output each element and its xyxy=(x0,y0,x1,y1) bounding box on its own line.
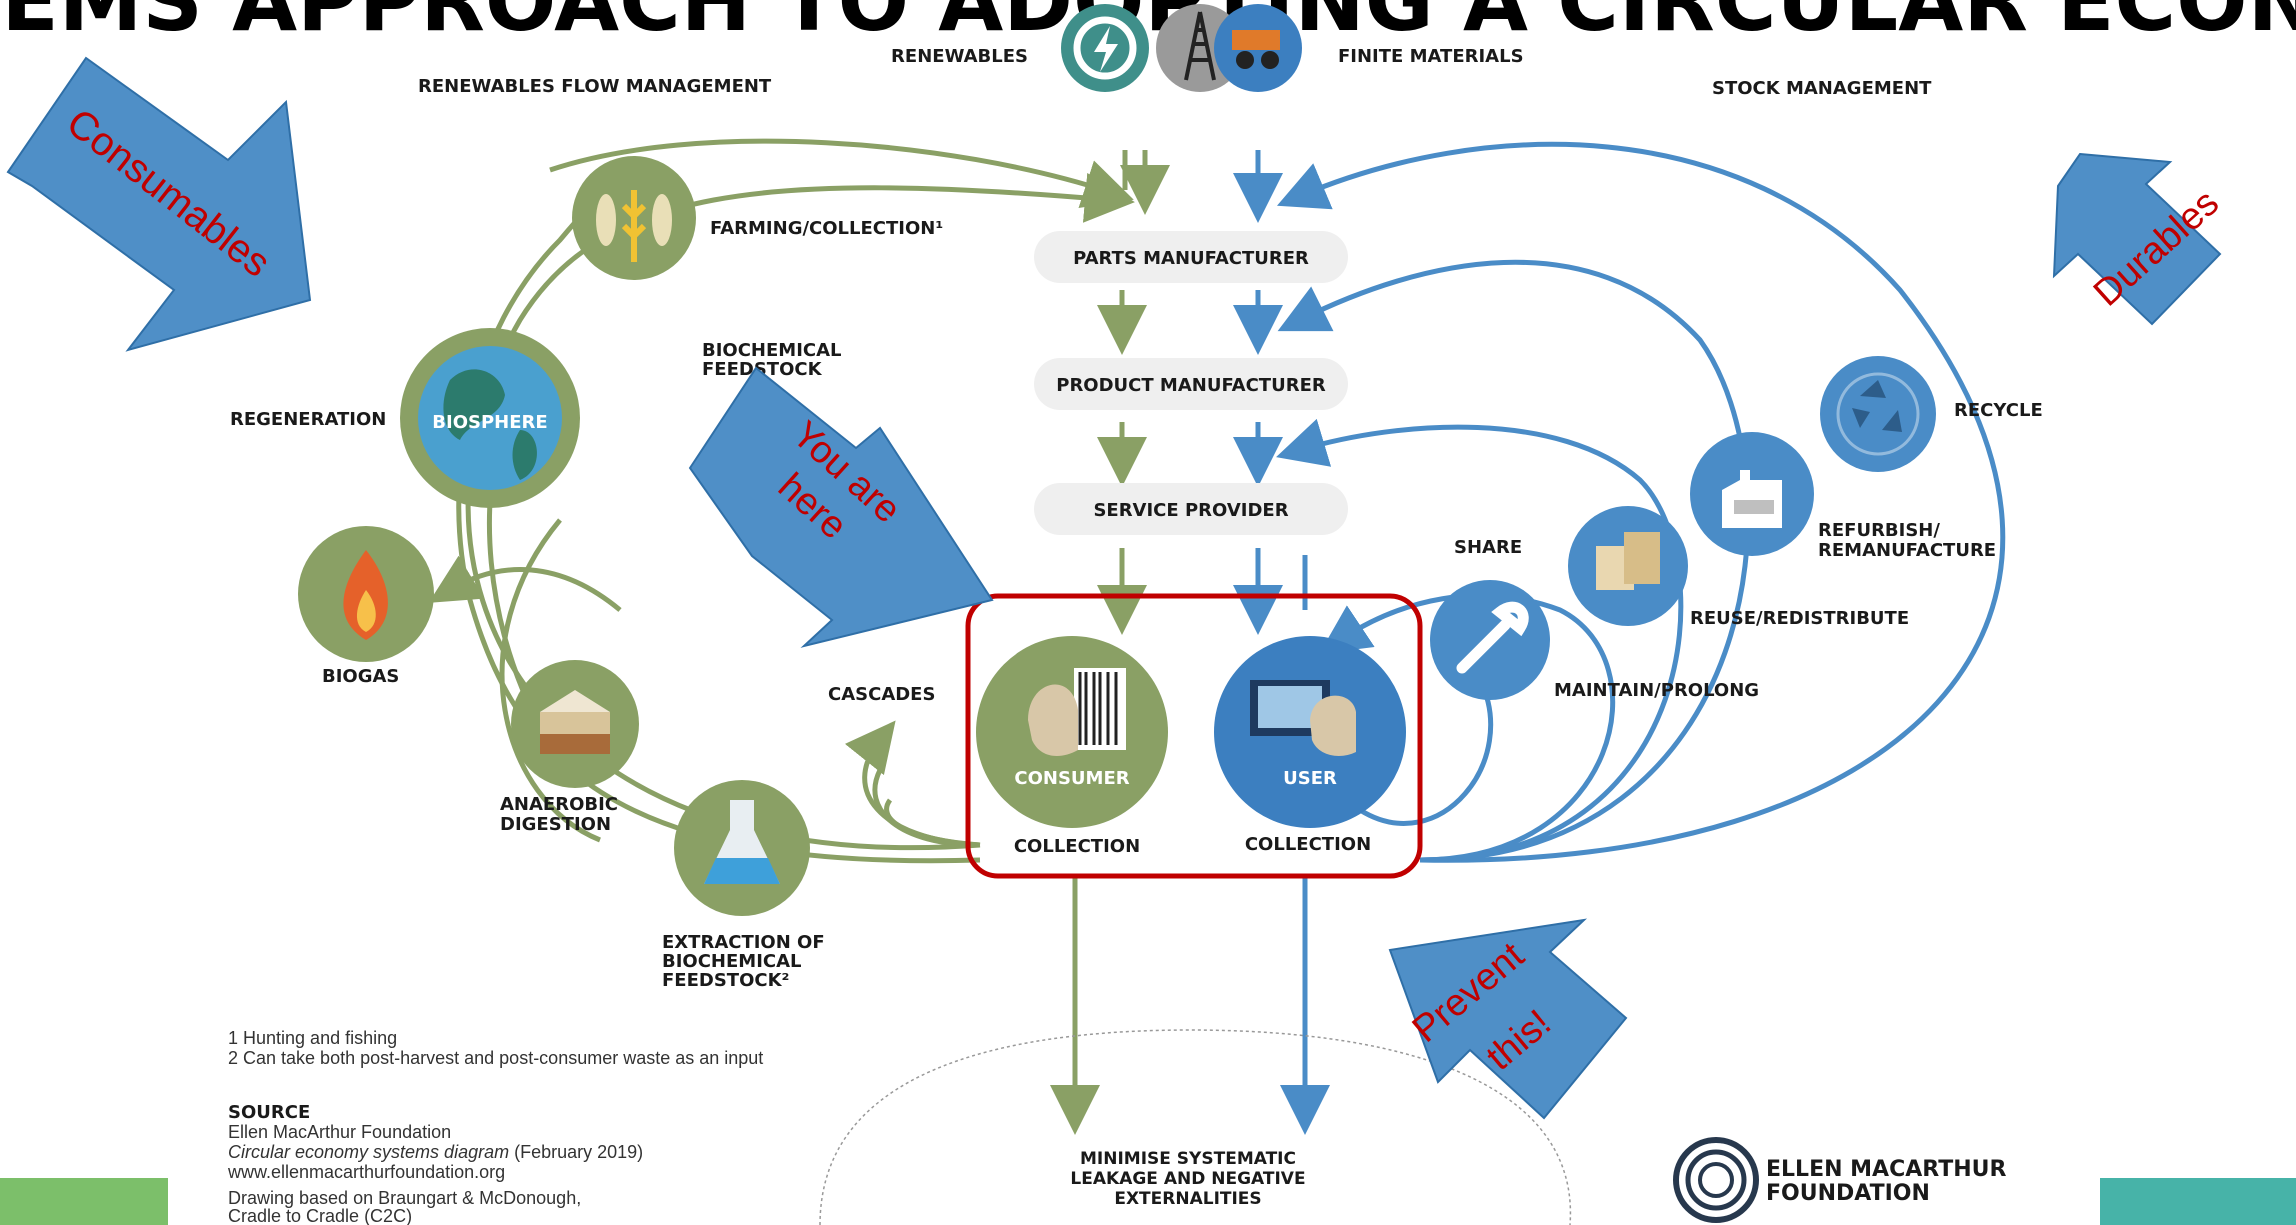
refurbish-label-1: REFURBISH/ xyxy=(1818,520,1940,541)
extraction-flask-icon xyxy=(674,780,810,916)
regeneration-label: REGENERATION xyxy=(230,409,386,430)
footnote-2: 2 Can take both post-harvest and post-co… xyxy=(228,1048,763,1068)
product-manufacturer-label: PRODUCT MANUFACTURER xyxy=(1056,375,1326,396)
source-line-3: www.ellenmacarthurfoundation.org xyxy=(227,1162,505,1182)
stock-management-label: STOCK MANAGEMENT xyxy=(1712,78,1932,99)
source-line-1: Ellen MacArthur Foundation xyxy=(228,1122,451,1142)
extraction-label-1: EXTRACTION OF xyxy=(662,932,825,953)
anaerobic-label-1: ANAEROBIC xyxy=(500,794,618,815)
logo-line-1: ELLEN MACARTHUR xyxy=(1766,1157,2006,1182)
source-line-2: Circular economy systems diagram (Februa… xyxy=(228,1142,643,1162)
footer-bar-right xyxy=(2100,1178,2296,1225)
service-provider-chip: SERVICE PROVIDER xyxy=(1034,483,1348,535)
anaerobic-digestion-icon xyxy=(511,660,639,788)
biogas-label: BIOGAS xyxy=(322,666,399,687)
biochemical-label-1: BIOCHEMICAL xyxy=(702,340,842,361)
biosphere-globe-icon: BIOSPHERE xyxy=(400,328,580,508)
footnote-1: 1 Hunting and fishing xyxy=(228,1028,397,1048)
leakage-line-2: LEAKAGE AND NEGATIVE xyxy=(1070,1169,1305,1189)
recycle-icon xyxy=(1820,356,1936,472)
biosphere-label: BIOSPHERE xyxy=(432,412,547,433)
share-label: SHARE xyxy=(1454,537,1522,558)
maintain-label: MAINTAIN/PROLONG xyxy=(1554,680,1759,701)
consumer-icon: CONSUMER xyxy=(976,636,1168,828)
biochemical-label-2: FEEDSTOCK xyxy=(702,359,823,380)
collection-left-label: COLLECTION xyxy=(1014,836,1140,857)
you-are-here-highlight xyxy=(965,593,1423,879)
leakage-line-3: EXTERNALITIES xyxy=(1114,1189,1261,1209)
farming-icon xyxy=(572,156,696,280)
maintain-wrench-icon xyxy=(1430,580,1550,700)
source-heading: SOURCE xyxy=(228,1102,310,1123)
finite-materials-label: FINITE MATERIALS xyxy=(1338,46,1524,67)
source-line-4: Drawing based on Braungart & McDonough, xyxy=(228,1188,581,1208)
extraction-label-2: BIOCHEMICAL xyxy=(662,951,802,972)
logo-line-2: FOUNDATION xyxy=(1766,1181,1930,1206)
service-provider-label: SERVICE PROVIDER xyxy=(1093,500,1288,521)
consumer-label: CONSUMER xyxy=(1014,768,1129,789)
user-icon: USER xyxy=(1214,636,1406,828)
renewables-flow-label: RENEWABLES FLOW MANAGEMENT xyxy=(418,76,772,97)
anaerobic-label-2: DIGESTION xyxy=(500,814,611,835)
mining-truck-icon xyxy=(1214,4,1302,92)
extraction-label-3: FEEDSTOCK² xyxy=(662,970,789,991)
leakage-ellipse xyxy=(819,1029,1572,1225)
you-are-here-callout: You are here xyxy=(688,366,994,648)
parts-manufacturer-chip: PARTS MANUFACTURER xyxy=(1034,231,1348,283)
renewables-icon xyxy=(1061,4,1149,92)
refurbish-label-2: REMANUFACTURE xyxy=(1818,540,1996,561)
biogas-flame-icon xyxy=(298,526,434,662)
source-line-2-date: (February 2019) xyxy=(509,1142,643,1162)
prevent-this-callout: Prevent this! xyxy=(1388,918,1628,1120)
consumables-callout: Consumables xyxy=(6,56,312,352)
leakage-line-1: MINIMISE SYSTEMATIC xyxy=(1080,1149,1296,1169)
footer-bar-left xyxy=(0,1178,168,1225)
source-line-5: Cradle to Cradle (C2C) xyxy=(228,1206,412,1225)
refurbish-factory-icon xyxy=(1690,432,1814,556)
renewables-label: RENEWABLES xyxy=(891,46,1028,67)
technical-flows xyxy=(1233,141,2006,1135)
ellen-macarthur-logo: ELLEN MACARTHUR FOUNDATION xyxy=(1673,1137,2006,1223)
source-line-2-italic: Circular economy systems diagram xyxy=(228,1142,509,1162)
recycle-label: RECYCLE xyxy=(1954,400,2043,421)
product-manufacturer-chip: PRODUCT MANUFACTURER xyxy=(1034,358,1348,410)
user-label: USER xyxy=(1283,768,1337,789)
collection-right-label: COLLECTION xyxy=(1245,834,1371,855)
reuse-boxes-icon xyxy=(1568,506,1688,626)
cascades-label: CASCADES xyxy=(828,684,935,705)
parts-manufacturer-label: PARTS MANUFACTURER xyxy=(1073,248,1309,269)
reuse-label: REUSE/REDISTRIBUTE xyxy=(1690,608,1909,629)
farming-label: FARMING/COLLECTION¹ xyxy=(710,218,943,239)
